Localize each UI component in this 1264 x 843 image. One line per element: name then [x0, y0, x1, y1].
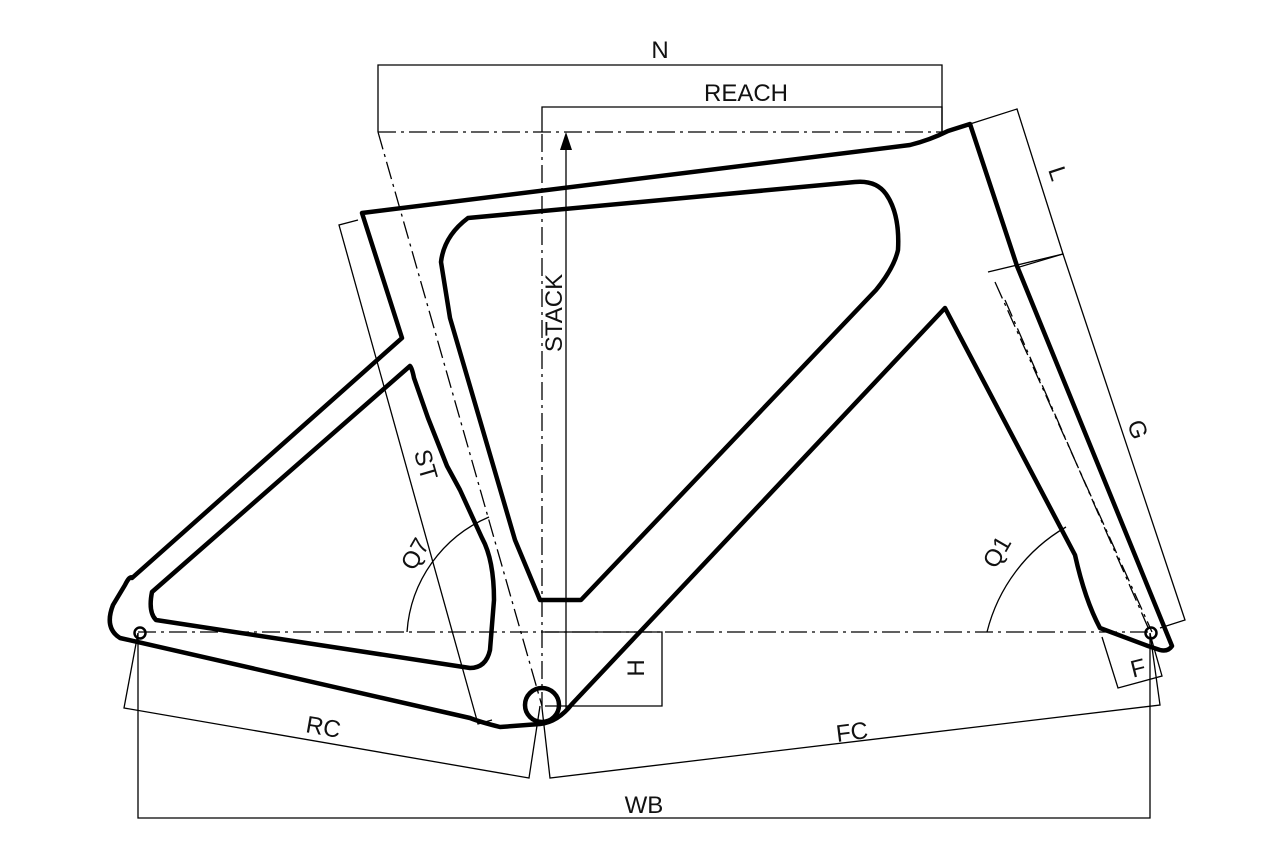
dimension-n: [377, 64, 943, 132]
dimension-wb: [137, 633, 1151, 819]
dimension-reach: [541, 106, 943, 132]
label-wb: WB: [625, 792, 664, 819]
frame-outer-contour: [107, 121, 1175, 730]
frame-outline: [107, 121, 1175, 730]
label-g: G: [1121, 417, 1152, 443]
label-st: ST: [408, 446, 443, 483]
bottom-bracket-shell: [522, 685, 562, 725]
label-f: F: [1128, 654, 1149, 684]
label-stack: STACK: [541, 274, 568, 352]
label-rc: RC: [304, 711, 343, 744]
dimension-rc: [123, 632, 541, 779]
angle-arc-q7: [406, 516, 490, 633]
dimension-f: [1101, 633, 1163, 689]
label-fc: FC: [835, 717, 870, 748]
main-triangle-opening: [438, 179, 901, 603]
rear-axle-dropout: [133, 626, 147, 640]
dimension-l: [969, 108, 1064, 269]
dimension-fc: [541, 632, 1161, 779]
rear-triangle-opening: [148, 363, 497, 671]
centerlines: [138, 131, 1153, 708]
label-h: H: [623, 659, 650, 676]
dimension-g: [987, 253, 1186, 629]
angle-arc-q1: [986, 526, 1067, 633]
label-n: N: [651, 37, 668, 64]
dimension-stack: [560, 132, 572, 708]
label-l: L: [1042, 163, 1072, 184]
front-axle-dropout: [1144, 626, 1158, 640]
label-q7: Q7: [396, 534, 435, 575]
label-reach: REACH: [704, 80, 788, 107]
label-q1: Q1: [978, 532, 1017, 573]
